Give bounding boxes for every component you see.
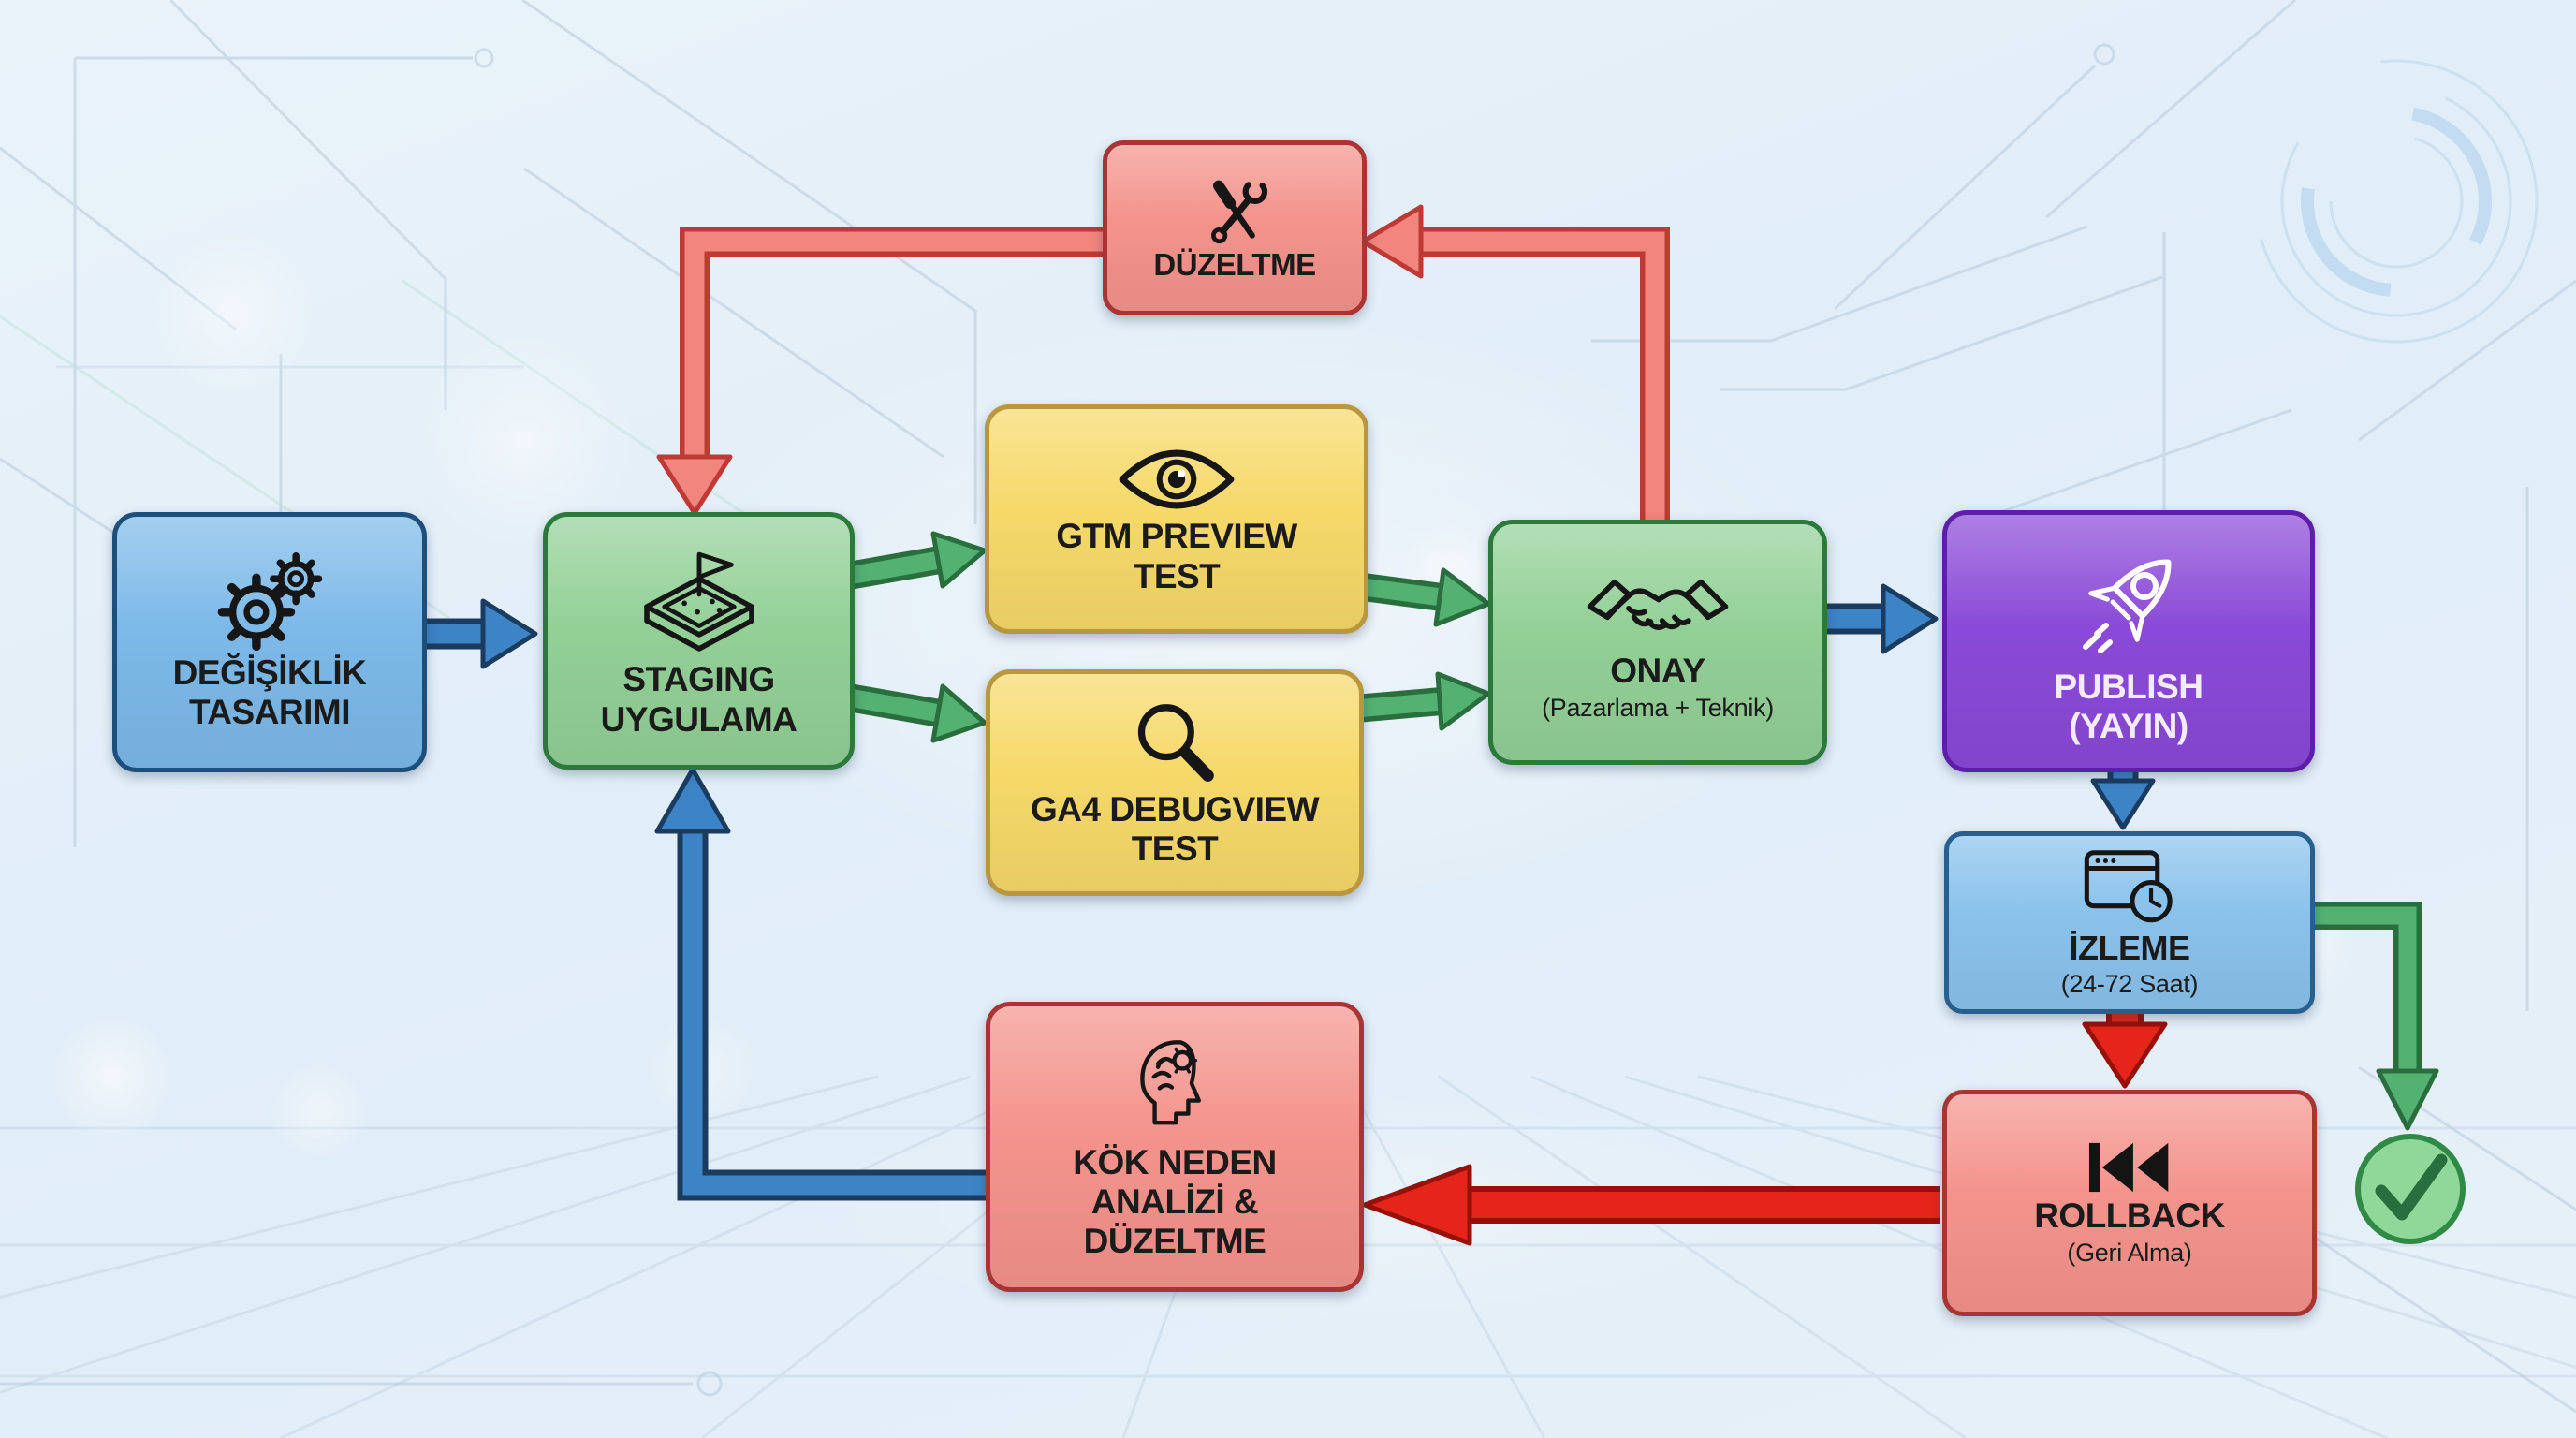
handshake-icon — [1583, 562, 1733, 652]
node-label: ONAY — [1610, 652, 1705, 691]
node-duzeltme: DÜZELTME — [1103, 140, 1367, 315]
tools-icon — [1198, 174, 1271, 247]
success-badge — [2355, 1134, 2466, 1244]
magnifier-icon — [1128, 697, 1222, 790]
node-label: DÜZELTME — [1153, 246, 1316, 282]
node-label: DEĞİŞİKLİK TASARIMI — [172, 653, 367, 731]
arrow-duzeltme-to-staging — [656, 227, 1106, 516]
arrow-degisiklik-to-staging — [412, 598, 538, 669]
node-label: İZLEME — [2069, 929, 2191, 968]
node-label: PUBLISH (YAYIN) — [2054, 667, 2203, 745]
browser-clock-icon — [2080, 846, 2179, 929]
node-label: STAGING UYGULAMA — [600, 660, 798, 739]
gears-icon — [212, 551, 327, 653]
arrow-staging-to-ga4 — [841, 682, 988, 743]
head-gear-icon — [1123, 1033, 1226, 1143]
arrow-izleme-to-success — [2304, 902, 2439, 1131]
node-sublabel: (Geri Alma) — [2067, 1239, 2192, 1268]
arrow-staging-to-gtm — [841, 531, 988, 591]
node-label: KÖK NEDEN ANALİZİ & DÜZELTME — [1073, 1142, 1277, 1261]
arrow-gtm-to-onay — [1354, 567, 1491, 627]
eye-icon — [1115, 442, 1238, 517]
sandbox-icon — [634, 542, 765, 660]
node-izleme: İZLEME (24-72 Saat) — [1944, 831, 2315, 1014]
node-publish: PUBLISH (YAYIN) — [1942, 510, 2315, 772]
arrow-rollback-to-kokneden — [1362, 1164, 1940, 1246]
node-staging: STAGING UYGULAMA — [543, 512, 855, 770]
check-icon — [2355, 1134, 2466, 1244]
node-degisiklik: DEĞİŞİKLİK TASARIMI — [112, 512, 427, 772]
arrow-izleme-to-rollback — [2082, 1002, 2168, 1089]
rocket-icon — [2063, 536, 2194, 668]
node-label: GA4 DEBUGVIEW TEST — [1030, 789, 1320, 868]
arrow-ga4-to-onay — [1354, 671, 1491, 731]
node-gtm-preview-test: GTM PREVIEW TEST — [985, 404, 1368, 634]
node-ga4-debugview-test: GA4 DEBUGVIEW TEST — [986, 669, 1364, 896]
node-sublabel: (Pazarlama + Teknik) — [1542, 694, 1774, 723]
node-kok-neden-analizi: KÖK NEDEN ANALİZİ & DÜZELTME — [986, 1002, 1364, 1292]
arrow-onay-to-duzeltme — [1360, 204, 1670, 524]
node-label: GTM PREVIEW TEST — [1056, 517, 1297, 595]
node-label: ROLLBACK — [2034, 1196, 2225, 1236]
node-onay: ONAY (Pazarlama + Teknik) — [1488, 520, 1827, 765]
node-rollback: ROLLBACK (Geri Alma) — [1942, 1090, 2317, 1316]
arrow-kokneden-to-staging — [654, 767, 986, 1201]
arrow-onay-to-publish — [1816, 583, 1939, 654]
rewind-icon — [2083, 1138, 2176, 1196]
node-sublabel: (24-72 Saat) — [2060, 970, 2199, 999]
